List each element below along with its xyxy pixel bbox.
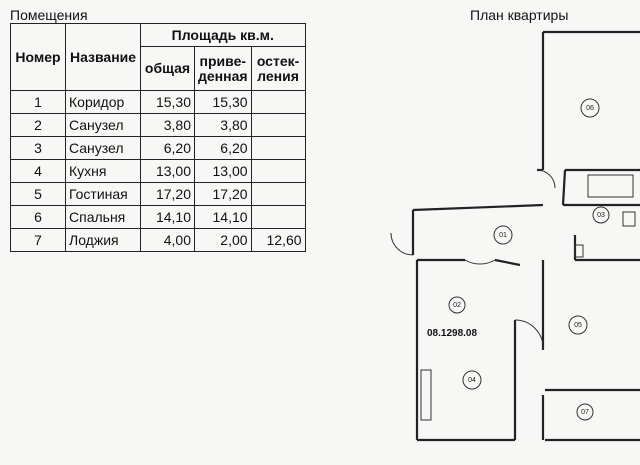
room-labels: 01 02 03 04 05 06 07 (453, 105, 605, 416)
room-glazing (250, 113, 306, 137)
wall-bath (561, 168, 640, 207)
room-glazing (250, 182, 306, 206)
room-name: Санузел (65, 136, 141, 160)
room-number: 5 (10, 182, 66, 206)
wall-kitchen-top (417, 258, 521, 267)
stove (420, 369, 432, 421)
room-total: 17,20 (140, 182, 195, 206)
room-reduced: 17,20 (194, 182, 252, 206)
door-entry-arc (390, 232, 414, 256)
header-number: Номер (10, 23, 66, 91)
room-label: 04 (468, 377, 476, 384)
room-number: 7 (10, 228, 66, 252)
wall-top-hall (411, 203, 544, 255)
table-header-row: Номер Название Площадь кв.м. (10, 23, 306, 91)
room-name: Лоджия (65, 228, 141, 252)
room-label: 07 (581, 409, 589, 416)
header-total: общая (140, 46, 195, 91)
room-total: 6,20 (140, 136, 195, 160)
room-markers (448, 98, 610, 421)
room-marker (462, 370, 482, 390)
floor-plan: 01 02 03 04 05 06 07 08.1298.08 (390, 30, 640, 442)
room-glazing: 12,60 (250, 228, 306, 252)
wall-loggia (545, 388, 640, 442)
room-marker (493, 225, 513, 245)
room-glazing (250, 90, 306, 114)
room-glazing (250, 205, 306, 229)
room-label: 05 (574, 322, 582, 329)
door-living-arc (514, 319, 544, 351)
room-label: 03 (597, 212, 605, 219)
room-marker (576, 403, 594, 421)
room-name: Санузел (65, 113, 141, 137)
room-number: 3 (10, 136, 66, 160)
header-reduced: приве- денная (194, 46, 252, 91)
room-reduced: 15,30 (194, 90, 252, 114)
room-marker (448, 296, 466, 314)
toilet (574, 244, 584, 258)
room-number: 4 (10, 159, 66, 183)
door-bedroom-arc (536, 169, 556, 189)
room-total: 15,30 (140, 90, 195, 114)
header-area: Площадь кв.м. (140, 23, 306, 47)
room-reduced: 6,20 (194, 136, 252, 160)
room-name: Кухня (65, 159, 141, 183)
wall-bedroom (537, 32, 545, 172)
bathtub (587, 174, 634, 198)
room-label: 02 (453, 302, 461, 309)
header-name: Название (65, 23, 141, 91)
room-glazing (250, 136, 306, 160)
room-glazing (250, 159, 306, 183)
room-total: 3,80 (140, 113, 195, 137)
room-name: Спальня (65, 205, 141, 229)
room-number: 1 (10, 90, 66, 114)
room-label: 01 (499, 232, 507, 239)
sink (622, 211, 636, 227)
room-reduced: 14,10 (194, 205, 252, 229)
rooms-caption: Помещения (10, 7, 88, 23)
wall-kitchen-left (415, 260, 515, 442)
table-subheader-row: общая приве- денная остек- ления (11, 46, 306, 91)
room-label: 06 (586, 105, 594, 112)
plan-walls (411, 30, 640, 442)
dimension-label: 08.1298.08 (427, 328, 477, 339)
room-marker (580, 98, 600, 118)
room-number: 6 (10, 205, 66, 229)
room-name: Гостиная (65, 182, 141, 206)
room-reduced: 13,00 (194, 159, 252, 183)
room-marker (568, 315, 588, 335)
door-kitchen-arc (464, 259, 496, 265)
rooms-table: Номер Название Площадь кв.м. общая приве… (10, 23, 306, 252)
wall-bath-low (573, 235, 640, 262)
room-total: 13,00 (140, 159, 195, 183)
room-total: 14,10 (140, 205, 195, 229)
room-number: 2 (10, 113, 66, 137)
room-reduced: 2,00 (194, 228, 252, 252)
room-marker (592, 206, 610, 224)
room-total: 4,00 (140, 228, 195, 252)
room-reduced: 3,80 (194, 113, 252, 137)
room-name: Коридор (65, 90, 141, 114)
plan-caption: План квартиры (470, 7, 569, 23)
plan-fixtures (390, 169, 636, 421)
header-glazing: остек- ления (250, 46, 306, 91)
